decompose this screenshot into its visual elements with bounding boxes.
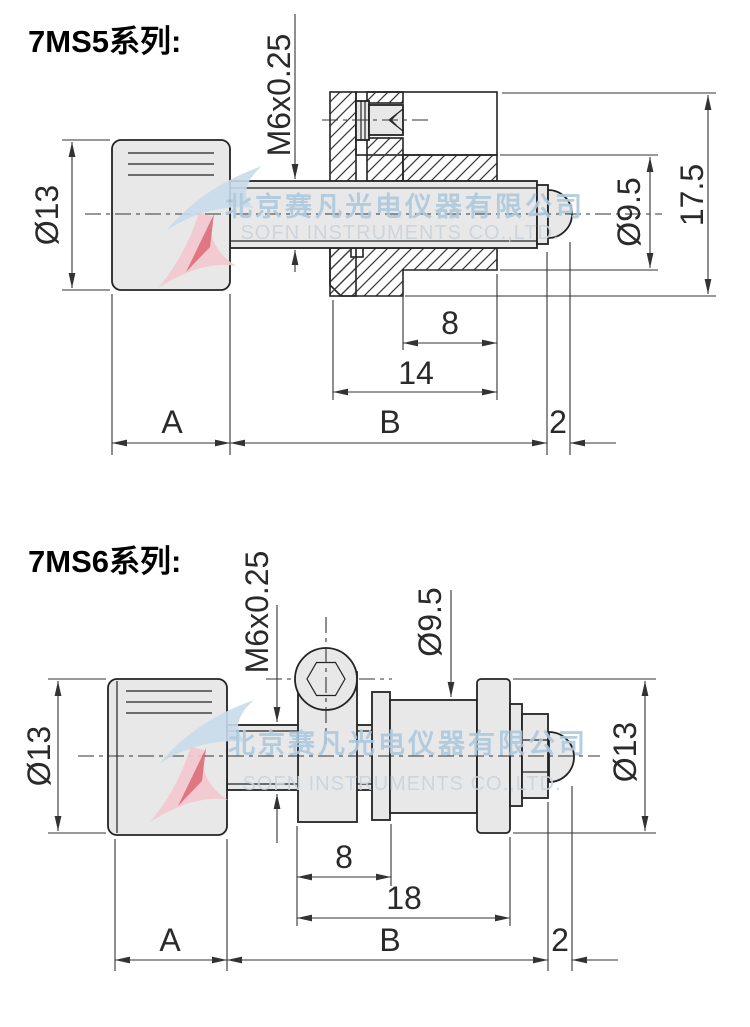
dim-B-2: B: [379, 922, 400, 958]
dim-8: 8: [441, 305, 459, 341]
dim-flange-diameter: Ø13: [607, 722, 643, 782]
dim-knob-diameter: Ø13: [29, 185, 65, 245]
dim-18: 18: [386, 880, 422, 916]
watermark-en-text: SOFN INSTRUMENTS CO.,LTD.: [240, 222, 559, 244]
sofn-logo-icon-2: [150, 700, 254, 822]
dim-8-2: 8: [335, 839, 353, 875]
watermark-cn-text: 北京赛凡光电仪器有限公司: [225, 191, 585, 222]
dim-B: B: [379, 404, 400, 440]
dim-shaft-diameter: Ø9.5: [611, 177, 647, 246]
dim-2: 2: [549, 404, 567, 440]
ball-tip-2: [548, 731, 575, 783]
dim-body-diameter: Ø9.5: [412, 587, 448, 656]
mounting-bracket: [329, 91, 498, 297]
figure1-title: 7MS5系列:: [28, 24, 181, 59]
dim-thread-2: M6x0.25: [239, 551, 275, 674]
dimensions-7ms6: Ø13 M6x0.25 Ø9.5 Ø13 8: [21, 551, 656, 971]
watermark: 北京赛凡光电仪器有限公司 SOFN INSTRUMENTS CO.,LTD.: [158, 166, 585, 288]
dim-A-2: A: [159, 922, 181, 958]
dim-knob-diameter-2: Ø13: [21, 726, 57, 786]
watermark-cn-text-2: 北京赛凡光电仪器有限公司: [228, 728, 588, 759]
figure2-title: 7MS6系列:: [28, 544, 181, 579]
hex-socket-icon: [306, 661, 346, 697]
dim-thread: M6x0.25: [261, 34, 297, 157]
dim-2-2: 2: [551, 922, 569, 958]
knurled-knob: [111, 139, 231, 291]
figure-7ms5: 7MS5系列:: [28, 14, 716, 455]
watermark-2: 北京赛凡光电仪器有限公司 SOFN INSTRUMENTS CO.,LTD.: [150, 700, 588, 822]
sofn-logo-icon: [158, 166, 262, 288]
figure-7ms6: 7MS6系列:: [21, 544, 656, 971]
dim-A: A: [161, 404, 183, 440]
watermark-en-text-2: SOFN INSTRUMENTS CO.,LTD.: [242, 773, 561, 795]
dim-flange-height: 17.5: [674, 164, 710, 226]
dimensions-7ms5: Ø13 M6x0.25 Ø9.5 17.5 8: [29, 14, 716, 455]
dim-14: 14: [398, 355, 434, 391]
